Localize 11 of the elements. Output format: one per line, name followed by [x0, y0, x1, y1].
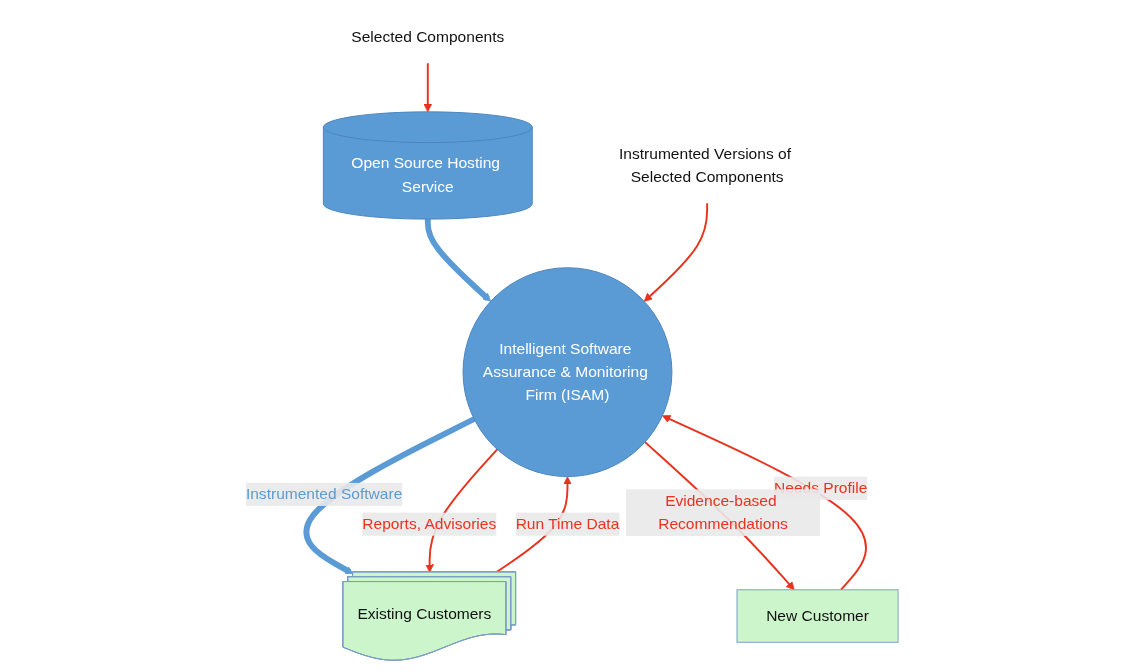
arrow	[424, 219, 492, 302]
node-circle: Intelligent Software Assurance & Monitoring Firm (ISAM)	[462, 267, 673, 478]
edge-label: Instrumented Software	[245, 485, 403, 503]
node-text: Instrumented Versions of Selected Components	[619, 145, 791, 185]
arrow	[643, 202, 709, 302]
arrow	[303, 416, 476, 575]
arrow	[423, 62, 433, 113]
node-box: New Customer	[736, 589, 899, 643]
edge-label: Run Time Data	[515, 515, 620, 532]
edge-label: Reports, Advisories	[362, 515, 497, 532]
node-text: Selected Components	[351, 28, 505, 45]
